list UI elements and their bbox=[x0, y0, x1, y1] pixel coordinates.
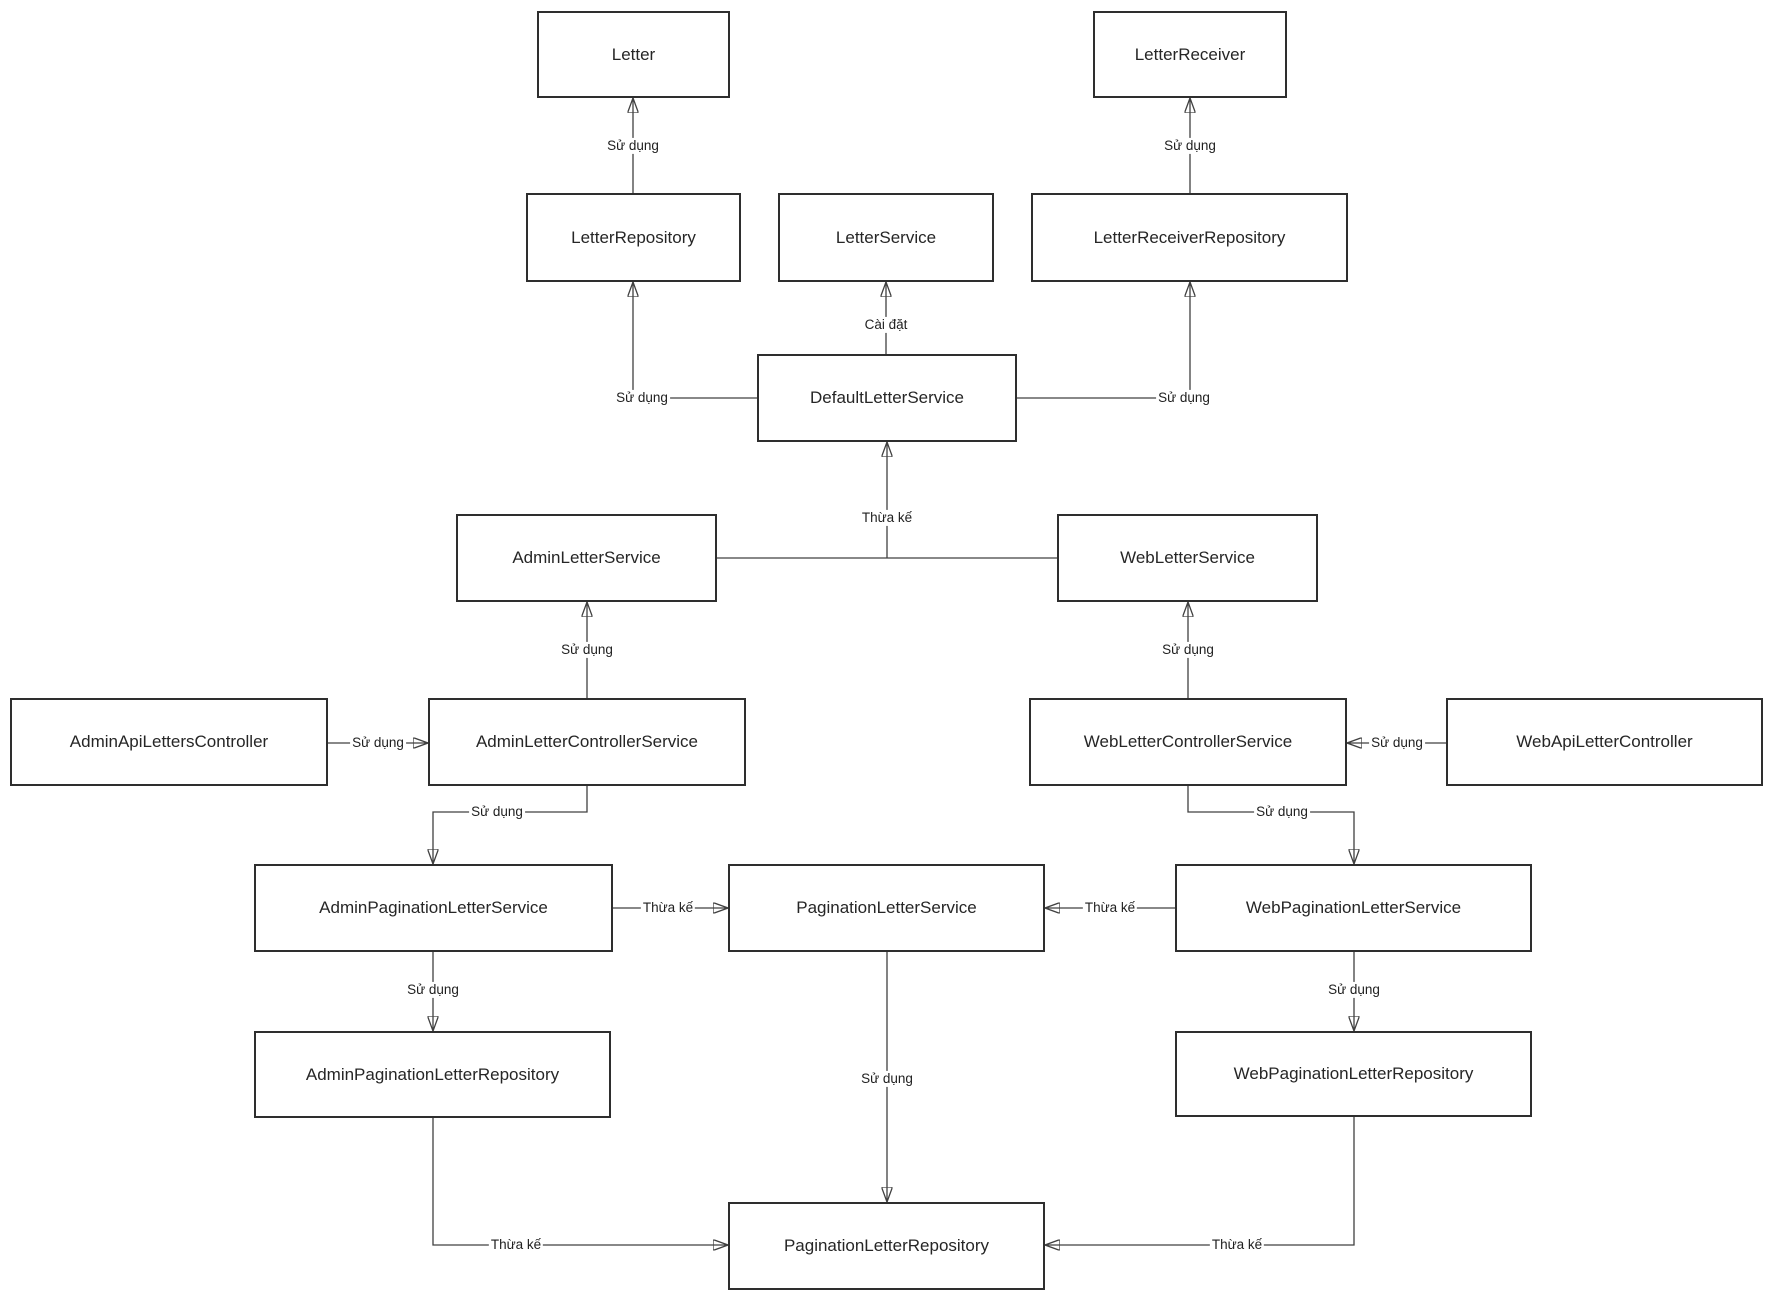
edge-default-letter-service-to-letter-repository bbox=[633, 282, 757, 399]
edge-label-su-dung: Sử dụng bbox=[859, 1070, 915, 1088]
edge-label-cai-dat: Cài đặt bbox=[862, 316, 910, 334]
node-web-api-letter-controller: WebApiLetterController bbox=[1446, 698, 1763, 786]
node-letter-receiver: LetterReceiver bbox=[1093, 11, 1287, 98]
node-web-pagination-letter-repository: WebPaginationLetterRepository bbox=[1175, 1031, 1532, 1117]
node-admin-api-letters-controller: AdminApiLettersController bbox=[10, 698, 328, 786]
node-admin-pagination-letter-service: AdminPaginationLetterService bbox=[254, 864, 613, 952]
node-web-pagination-letter-service: WebPaginationLetterService bbox=[1175, 864, 1532, 952]
edge-label-su-dung: Sử dụng bbox=[1160, 641, 1216, 659]
node-admin-letter-service: AdminLetterService bbox=[456, 514, 717, 602]
edge-label-su-dung: Sử dụng bbox=[1162, 137, 1218, 155]
node-letter-receiver-repository: LetterReceiverRepository bbox=[1031, 193, 1348, 282]
edge-label-su-dung: Sử dụng bbox=[1156, 389, 1212, 407]
edge-label-su-dung: Sử dụng bbox=[559, 641, 615, 659]
edge-admin-letter-controller-service-to-admin-pagination-letter-service bbox=[433, 786, 588, 864]
edge-admin-pagination-letter-repository-to-pagination-letter-repository bbox=[432, 1118, 728, 1245]
edge-label-thua-ke: Thừa kế bbox=[1209, 1236, 1265, 1254]
edge-label-thua-ke: Thừa kế bbox=[488, 1236, 544, 1254]
node-letter-repository: LetterRepository bbox=[526, 193, 741, 282]
node-pagination-letter-repository: PaginationLetterRepository bbox=[728, 1202, 1045, 1290]
edge-web-pagination-letter-repository-to-pagination-letter-repository bbox=[1045, 1117, 1355, 1245]
edge-label-su-dung: Sử dụng bbox=[614, 389, 670, 407]
edge-label-su-dung: Sử dụng bbox=[469, 803, 525, 821]
edge-label-thua-ke: Thừa kế bbox=[640, 899, 696, 917]
edge-web-letter-controller-service-to-web-pagination-letter-service bbox=[1187, 786, 1354, 864]
edge-label-su-dung: Sử dụng bbox=[1369, 734, 1425, 752]
edge-default-letter-service-to-letter-receiver-repository bbox=[1017, 282, 1190, 399]
edge-label-su-dung: Sử dụng bbox=[1254, 803, 1310, 821]
node-web-letter-service: WebLetterService bbox=[1057, 514, 1318, 602]
node-default-letter-service: DefaultLetterService bbox=[757, 354, 1017, 442]
edge-label-su-dung: Sử dụng bbox=[605, 137, 661, 155]
edge-label-su-dung: Sử dụng bbox=[405, 981, 461, 999]
node-pagination-letter-service: PaginationLetterService bbox=[728, 864, 1045, 952]
node-admin-letter-controller-service: AdminLetterControllerService bbox=[428, 698, 746, 786]
node-letter-service: LetterService bbox=[778, 193, 994, 282]
edge-label-thua-ke: Thừa kế bbox=[1082, 899, 1138, 917]
edge-label-su-dung: Sử dụng bbox=[350, 734, 406, 752]
node-web-letter-controller-service: WebLetterControllerService bbox=[1029, 698, 1347, 786]
edge-label-su-dung: Sử dụng bbox=[1326, 981, 1382, 999]
edge-label-thua-ke: Thừa kế bbox=[859, 509, 915, 527]
node-admin-pagination-letter-repository: AdminPaginationLetterRepository bbox=[254, 1031, 611, 1118]
node-letter: Letter bbox=[537, 11, 730, 98]
